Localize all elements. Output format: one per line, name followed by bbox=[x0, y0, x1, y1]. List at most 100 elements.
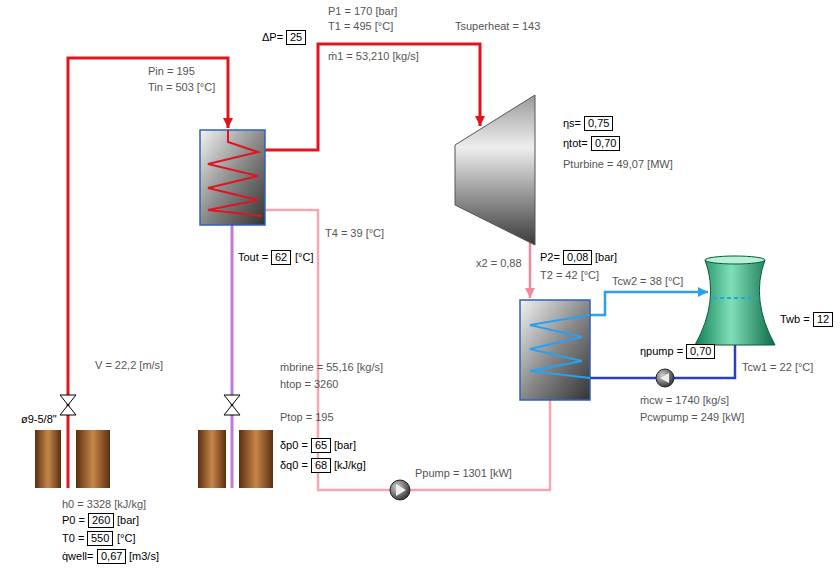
value-label: Pturbine = 49,07 [MW] bbox=[563, 157, 673, 171]
value-label: Tsuperheat = 143 bbox=[455, 19, 540, 33]
value-label: ṁbrine = 55,16 [kg/s] bbox=[280, 360, 383, 374]
value-label: δp0 = bbox=[280, 438, 308, 452]
value-label: Tin = 503 [°C] bbox=[148, 80, 215, 94]
rock-formation bbox=[35, 430, 273, 488]
value-label: P1 = 170 [bar] bbox=[328, 4, 397, 18]
input-box: 0,70 bbox=[591, 136, 620, 151]
input-value: 550 bbox=[91, 532, 109, 545]
input-box: 260 bbox=[88, 513, 114, 528]
brine-pipe bbox=[68, 58, 228, 488]
value-label: h0 = 3328 [kJ/kg] bbox=[62, 497, 146, 511]
heat-exchanger bbox=[200, 130, 265, 225]
input-value: 0,08 bbox=[567, 251, 588, 264]
value-label: Tcw2 = 38 [°C] bbox=[612, 274, 683, 288]
condensate-pipe bbox=[265, 210, 550, 490]
input-box: 68 bbox=[311, 458, 331, 473]
turbine bbox=[455, 95, 535, 245]
value-label: ηpump = bbox=[640, 344, 683, 358]
input-box: 25 bbox=[286, 30, 306, 45]
value-label: P0 = bbox=[62, 513, 85, 527]
input-box: 12 bbox=[813, 312, 833, 327]
input-box: 0,70 bbox=[686, 344, 715, 359]
pump-mark bbox=[396, 484, 406, 496]
value-label: T4 = 39 [°C] bbox=[325, 226, 384, 240]
spray-line bbox=[713, 297, 757, 299]
value-label: δq0 = bbox=[280, 458, 308, 472]
condenser-shell bbox=[520, 300, 590, 400]
value-label: ηtot= bbox=[563, 136, 588, 150]
rock-block bbox=[76, 430, 110, 488]
value-label: ṁ1 = 53,210 [kg/s] bbox=[328, 49, 419, 63]
value-label: [bar] bbox=[117, 513, 139, 527]
value-label: T0 = bbox=[62, 531, 84, 545]
rock-block bbox=[198, 430, 226, 488]
input-value: 260 bbox=[92, 514, 110, 527]
input-value: 0,67 bbox=[101, 550, 122, 563]
exchanger-coil bbox=[208, 130, 262, 216]
rock-block bbox=[239, 430, 273, 488]
pump-mark bbox=[660, 373, 669, 383]
value-label: Pin = 195 bbox=[148, 64, 195, 78]
warm-water-pipe bbox=[590, 292, 708, 315]
condenser bbox=[520, 300, 590, 400]
input-box: 0,67 bbox=[97, 549, 126, 564]
value-label: Ppump = 1301 [kW] bbox=[415, 466, 512, 480]
input-value: 0,70 bbox=[595, 137, 616, 150]
input-value: 0,75 bbox=[588, 117, 609, 130]
input-box: 0,75 bbox=[584, 116, 613, 131]
input-value: 12 bbox=[817, 313, 829, 326]
reinjection-valve bbox=[224, 395, 240, 415]
value-label: [m3/s] bbox=[129, 549, 159, 563]
value-label: P2= bbox=[540, 250, 560, 264]
valve-half bbox=[60, 405, 76, 415]
input-box: 65 bbox=[311, 438, 331, 453]
value-label: V = 22,2 [m/s] bbox=[95, 358, 163, 372]
value-label: T1 = 495 [°C] bbox=[328, 19, 393, 33]
value-label: q̇well= bbox=[62, 549, 94, 563]
input-value: 68 bbox=[315, 459, 327, 472]
input-box: 0,08 bbox=[563, 250, 592, 265]
value-label: [bar] bbox=[595, 250, 617, 264]
value-label: Twb = bbox=[780, 312, 810, 326]
input-value: 0,70 bbox=[690, 345, 711, 358]
value-label: Tcw1 = 22 [°C] bbox=[742, 360, 813, 374]
input-value: 25 bbox=[290, 31, 302, 44]
valve-half bbox=[60, 395, 76, 405]
value-label: Tout = bbox=[238, 250, 268, 264]
value-label: [°C] bbox=[295, 250, 313, 264]
value-label: ΔP= bbox=[262, 30, 283, 44]
exhaust-pipe bbox=[529, 242, 532, 298]
exchanger-shell bbox=[200, 130, 265, 225]
value-label: Ptop = 195 bbox=[280, 410, 334, 424]
condenser-coil bbox=[530, 315, 590, 378]
feed-pump bbox=[390, 480, 410, 500]
cooling-water-pump bbox=[656, 369, 674, 387]
input-box: 550 bbox=[87, 531, 113, 546]
value-label: ø9-5/8" bbox=[21, 412, 57, 426]
well-valve bbox=[60, 395, 76, 415]
value-label: Pcwpump = 249 [kW] bbox=[640, 410, 744, 424]
input-value: 65 bbox=[315, 439, 327, 452]
pump-body bbox=[656, 369, 674, 387]
value-label: ṁcw = 1740 [kg/s] bbox=[640, 393, 729, 407]
value-label: htop = 3260 bbox=[280, 377, 338, 391]
cooling-tower bbox=[695, 256, 775, 345]
pump-body bbox=[390, 480, 410, 500]
input-value: 62 bbox=[275, 251, 287, 264]
rock-block bbox=[35, 430, 61, 488]
value-label: [kJ/kg] bbox=[334, 458, 366, 472]
value-label: [°C] bbox=[117, 531, 135, 545]
value-label: ηs= bbox=[563, 116, 581, 130]
value-label: [bar] bbox=[334, 438, 356, 452]
valve-half bbox=[224, 395, 240, 405]
tower-body bbox=[695, 260, 775, 345]
tower-top bbox=[705, 256, 765, 264]
steam-pipe bbox=[265, 44, 480, 150]
reinjection-pipe bbox=[231, 225, 234, 488]
value-label: T2 = 42 [°C] bbox=[540, 268, 599, 282]
valve-half bbox=[224, 405, 240, 415]
input-box: 62 bbox=[271, 250, 291, 265]
value-label: x2 = 0,88 bbox=[476, 256, 522, 270]
